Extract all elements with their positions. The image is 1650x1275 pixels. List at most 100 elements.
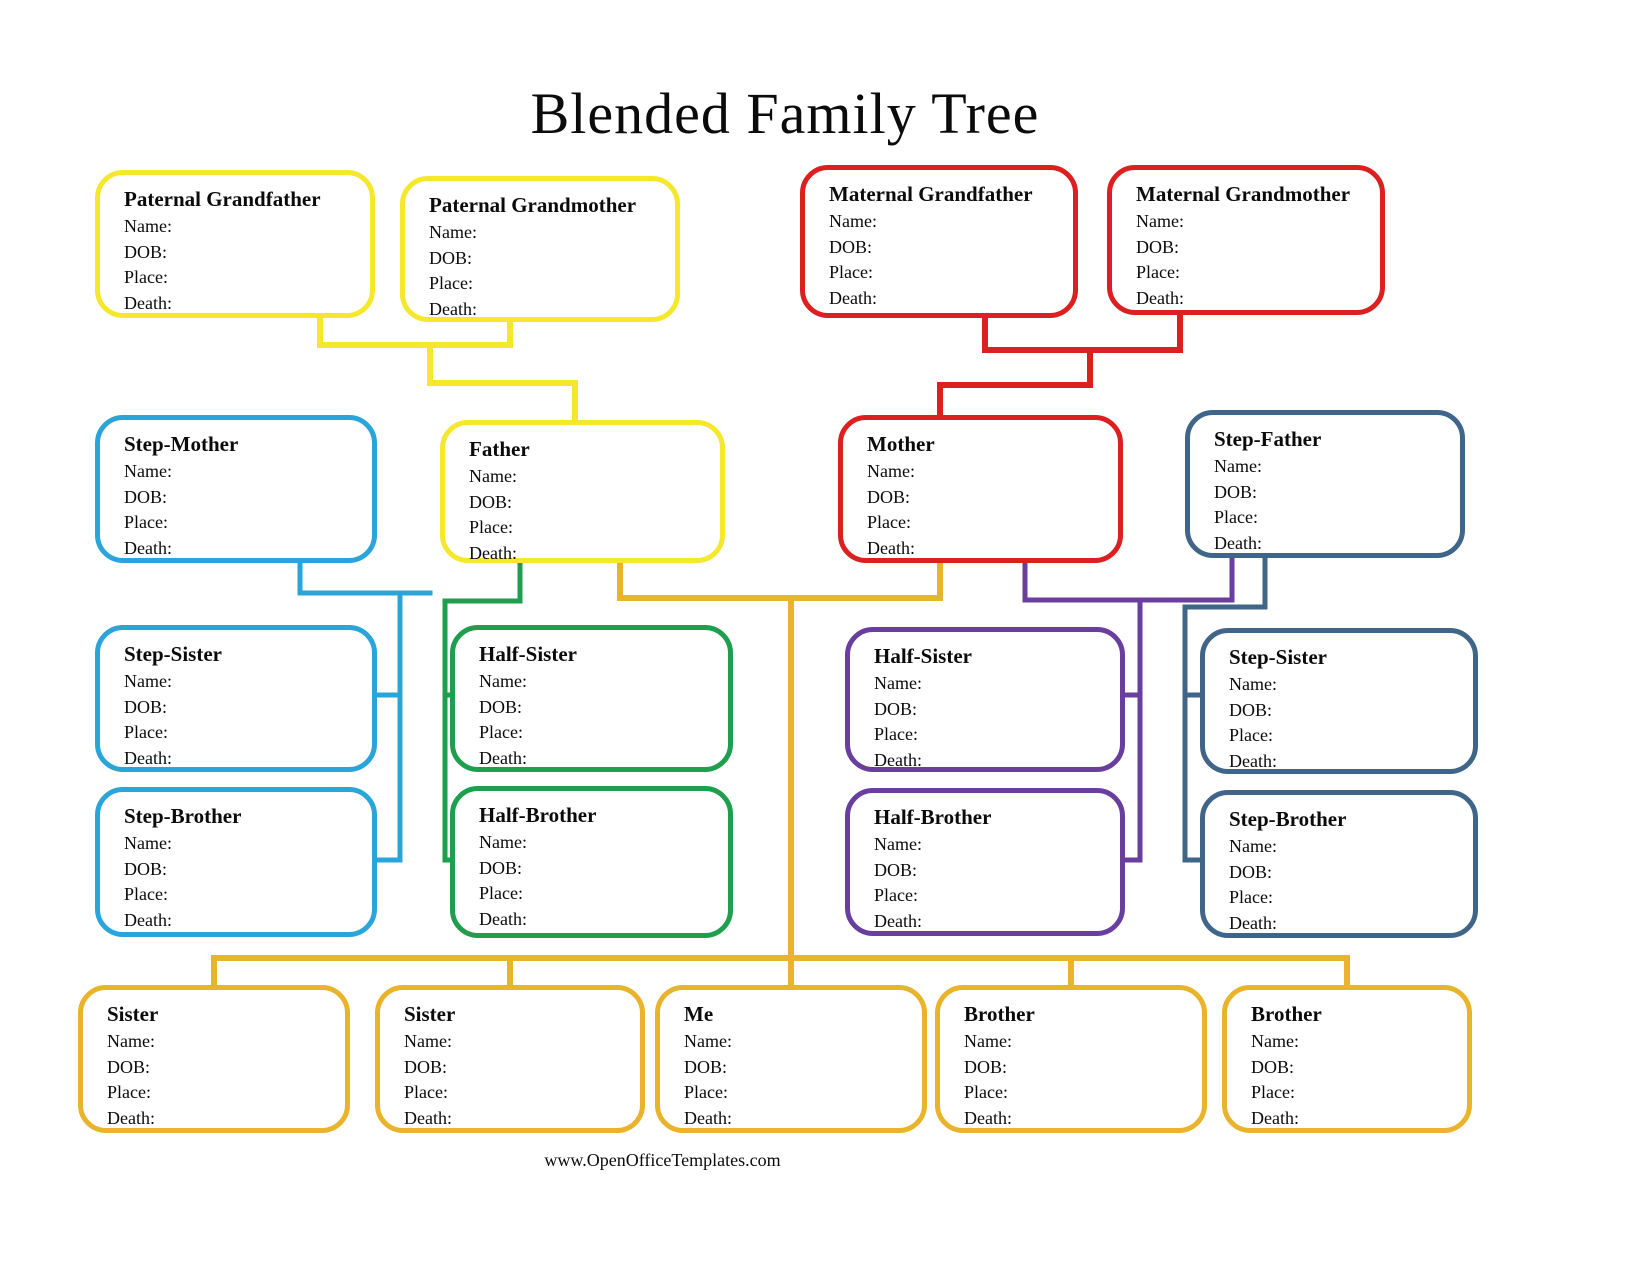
person-box-father: Father Name: DOB: Place: Death: [440,420,725,563]
field-name-label: Name: [107,1031,155,1051]
person-box-half-sister-left: Half-Sister Name: DOB: Place: Death: [450,625,733,772]
field-death-label: Death: [1136,287,1184,308]
field-name-label: Name: [684,1031,732,1051]
person-title: Me [684,1002,714,1026]
field-death-label: Death: [684,1107,732,1128]
person-box-mother: Mother Name: DOB: Place: Death: [838,415,1123,563]
field-name-label: Name: [1214,456,1262,476]
field-death-label: Death: [124,537,172,558]
field-place-label: Place: [874,724,918,744]
field-name-label: Name: [829,211,877,231]
field-place-label: Place: [479,722,523,742]
field-dob-label: DOB: [1229,699,1273,720]
person-title: Step-Sister [124,642,222,666]
person-box-maternal-grandfather: Maternal Grandfather Name: DOB: Place: D… [800,165,1078,318]
field-death-label: Death: [1229,912,1277,933]
field-place-label: Place: [964,1082,1008,1102]
person-title: Step-Father [1214,427,1322,451]
person-title: Half-Sister [479,642,577,666]
field-dob-label: DOB: [1229,861,1273,882]
person-title: Paternal Grandfather [124,187,321,211]
field-dob-label: DOB: [1136,236,1180,257]
field-dob-label: DOB: [404,1056,448,1077]
field-place-label: Place: [479,883,523,903]
person-box-step-mother: Step-Mother Name: DOB: Place: Death: [95,415,377,563]
field-name-label: Name: [429,222,477,242]
person-title: Step-Brother [1229,807,1347,831]
field-death-label: Death: [1251,1107,1299,1128]
person-box-half-brother-right: Half-Brother Name: DOB: Place: Death: [845,788,1125,936]
field-place-label: Place: [124,884,168,904]
footer-url: www.OpenOfficeTemplates.com [544,1150,781,1170]
person-box-step-brother-right: Step-Brother Name: DOB: Place: Death: [1200,790,1478,938]
field-name-label: Name: [479,832,527,852]
field-name-label: Name: [874,834,922,854]
field-death-label: Death: [1214,532,1262,553]
field-place-label: Place: [124,512,168,532]
person-box-paternal-grandmother: Paternal Grandmother Name: DOB: Place: D… [400,176,680,322]
person-title: Step-Mother [124,432,239,456]
field-death-label: Death: [867,537,915,558]
diagram-title: Blended Family Tree [530,81,1040,146]
person-title: Paternal Grandmother [429,193,637,217]
person-title: Half-Brother [874,805,992,829]
field-death-label: Death: [874,910,922,931]
field-dob-label: DOB: [874,698,918,719]
connector-mother-half-children [1022,553,1235,863]
field-name-label: Name: [1251,1031,1299,1051]
person-title: Brother [1251,1002,1322,1026]
field-name-label: Name: [124,461,172,481]
field-dob-label: DOB: [1214,481,1258,502]
person-box-me: Me Name: DOB: Place: Death: [655,985,927,1133]
field-death-label: Death: [124,292,172,313]
person-box-step-father: Step-Father Name: DOB: Place: Death: [1185,410,1465,558]
field-death-label: Death: [469,542,517,563]
person-title: Maternal Grandmother [1136,182,1351,206]
field-dob-label: DOB: [469,491,513,512]
connector-children-row [211,557,1350,991]
person-box-step-sister-left: Step-Sister Name: DOB: Place: Death: [95,625,377,772]
field-death-label: Death: [1229,750,1277,771]
field-death-label: Death: [124,909,172,930]
person-box-step-sister-right: Step-Sister Name: DOB: Place: Death: [1200,628,1478,774]
field-dob-label: DOB: [829,236,873,257]
field-dob-label: DOB: [964,1056,1008,1077]
person-title: Maternal Grandfather [829,182,1033,206]
field-dob-label: DOB: [479,696,523,717]
field-name-label: Name: [124,671,172,691]
field-name-label: Name: [1229,836,1277,856]
field-dob-label: DOB: [124,696,168,717]
person-title: Brother [964,1002,1035,1026]
field-place-label: Place: [429,273,473,293]
field-name-label: Name: [124,833,172,853]
field-name-label: Name: [469,466,517,486]
field-death-label: Death: [107,1107,155,1128]
field-dob-label: DOB: [107,1056,151,1077]
field-death-label: Death: [964,1107,1012,1128]
person-title: Step-Brother [124,804,242,828]
connector-paternal-grandparents [317,313,578,427]
field-name-label: Name: [404,1031,452,1051]
field-place-label: Place: [469,517,513,537]
field-place-label: Place: [1229,725,1273,745]
field-name-label: Name: [479,671,527,691]
field-place-label: Place: [124,722,168,742]
field-place-label: Place: [124,267,168,287]
field-place-label: Place: [684,1082,728,1102]
field-place-label: Place: [107,1082,151,1102]
field-place-label: Place: [874,885,918,905]
field-dob-label: DOB: [479,857,523,878]
field-death-label: Death: [829,287,877,308]
person-box-paternal-grandfather: Paternal Grandfather Name: DOB: Place: D… [95,170,375,318]
person-title: Half-Brother [479,803,597,827]
field-dob-label: DOB: [1251,1056,1295,1077]
field-dob-label: DOB: [124,241,168,262]
person-box-step-brother-left: Step-Brother Name: DOB: Place: Death: [95,787,377,937]
field-place-label: Place: [404,1082,448,1102]
field-dob-label: DOB: [867,486,911,507]
field-dob-label: DOB: [124,858,168,879]
field-death-label: Death: [429,298,477,319]
field-death-label: Death: [874,749,922,770]
